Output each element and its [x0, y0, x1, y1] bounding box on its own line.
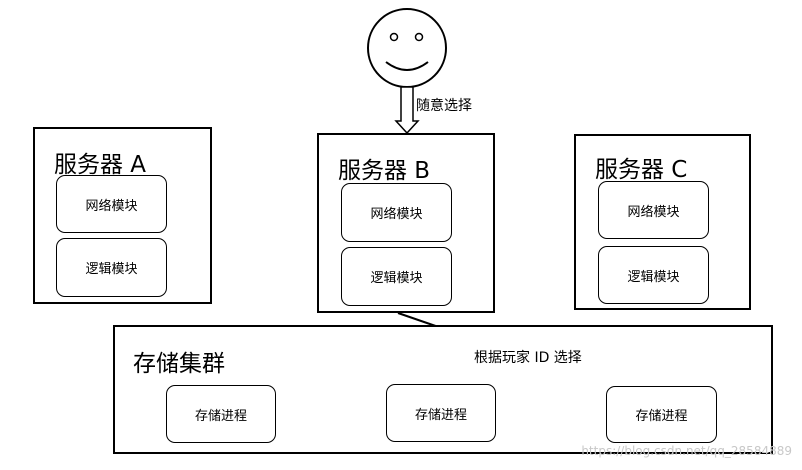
- server-b-logic-module: 逻辑模块: [341, 247, 452, 306]
- server-b-box: 服务器 B 网络模块 逻辑模块: [317, 133, 495, 313]
- player-id-select-label: 根据玩家 ID 选择: [474, 350, 582, 366]
- server-b-network-module: 网络模块: [341, 183, 452, 242]
- random-select-arrow: [394, 86, 420, 135]
- storage-process-1: 存储进程: [166, 385, 276, 443]
- storage-cluster-box: 存储集群 存储进程 存储进程 存储进程: [113, 325, 773, 454]
- server-c-logic-module: 逻辑模块: [598, 246, 709, 304]
- server-a-network-module: 网络模块: [56, 175, 167, 233]
- server-a-logic-module: 逻辑模块: [56, 238, 167, 297]
- random-select-label: 随意选择: [416, 98, 472, 114]
- smiley-face-icon: [367, 8, 447, 88]
- storage-process-3: 存储进程: [606, 386, 717, 443]
- storage-cluster-title: 存储集群: [133, 351, 225, 377]
- server-c-title: 服务器 C: [595, 157, 688, 183]
- server-a-title: 服务器 A: [54, 152, 147, 178]
- server-c-box: 服务器 C 网络模块 逻辑模块: [574, 134, 751, 310]
- storage-process-2: 存储进程: [386, 384, 496, 442]
- server-b-title: 服务器 B: [338, 158, 431, 184]
- server-c-network-module: 网络模块: [598, 181, 709, 239]
- watermark: https://blog.csdn.net/qq_28584889: [581, 444, 792, 458]
- server-a-box: 服务器 A 网络模块 逻辑模块: [33, 127, 212, 304]
